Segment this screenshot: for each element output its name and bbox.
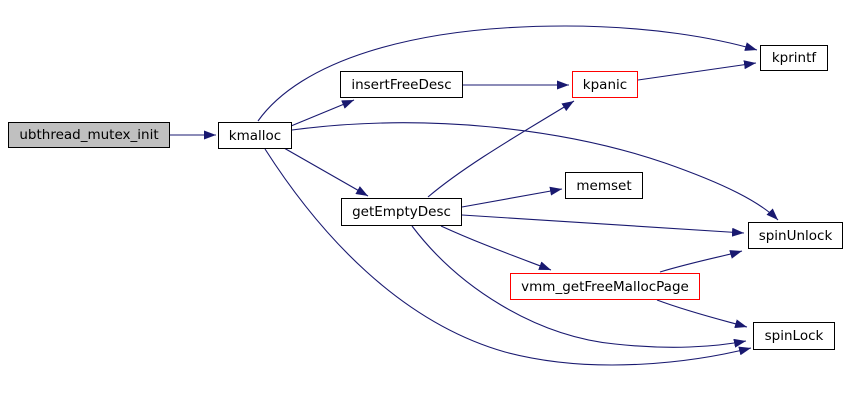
node-kpanic[interactable]: kpanic xyxy=(572,71,638,98)
edge-kmalloc-insertFreeDesc xyxy=(290,99,355,127)
edge-getEmptyDesc-vmm_getFreeMallocPage xyxy=(440,225,552,271)
edge-getEmptyDesc-spinUnlock xyxy=(461,214,745,237)
node-vmm_getFreeMallocPage[interactable]: vmm_getFreeMallocPage xyxy=(510,273,700,300)
edge-kmalloc-spinLock xyxy=(264,148,752,366)
edge-getEmptyDesc-kpanic xyxy=(427,100,575,198)
edge-getEmptyDesc-memset xyxy=(461,186,563,208)
edge-vmm_getFreeMallocPage-spinLock xyxy=(656,299,748,329)
node-spinUnlock[interactable]: spinUnlock xyxy=(748,222,843,249)
node-kmalloc[interactable]: kmalloc xyxy=(218,122,292,149)
edge-vmm_getFreeMallocPage-spinUnlock xyxy=(659,250,743,273)
node-getEmptyDesc[interactable]: getEmptyDesc xyxy=(341,198,462,226)
node-ubthread_mutex_init[interactable]: ubthread_mutex_init xyxy=(8,122,170,148)
node-spinLock[interactable]: spinLock xyxy=(753,322,835,350)
edge-kmalloc-getEmptyDesc xyxy=(283,147,369,197)
node-insertFreeDesc[interactable]: insertFreeDesc xyxy=(340,71,463,98)
edge-getEmptyDesc-spinLock xyxy=(411,225,747,348)
node-kprintf[interactable]: kprintf xyxy=(760,45,828,71)
edge-kmalloc-kprintf xyxy=(257,25,758,122)
edge-kmalloc-spinUnlock xyxy=(291,122,779,221)
edge-kpanic-kprintf xyxy=(637,60,757,81)
node-memset[interactable]: memset xyxy=(565,172,643,199)
